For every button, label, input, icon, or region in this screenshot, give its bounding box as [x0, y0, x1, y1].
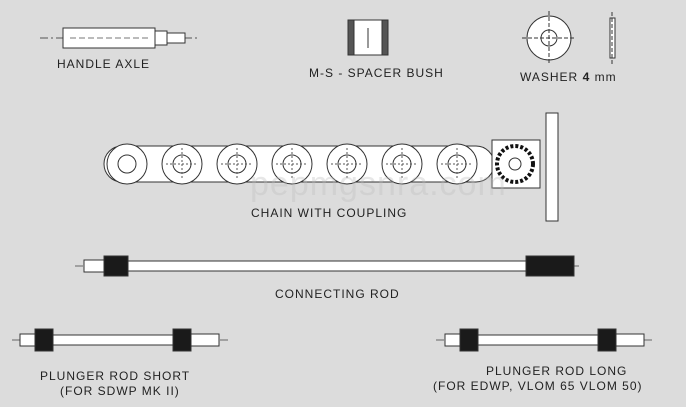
- label-handle-axle: HANDLE AXLE: [57, 57, 151, 71]
- label-plunger-long-line2: (FOR EDWP, VLOM 65 VLOM 50): [433, 379, 643, 393]
- label-washer-size: 4: [582, 70, 591, 84]
- label-washer-unit: mm: [594, 70, 617, 84]
- watermark: pepmgsnra.com: [250, 165, 507, 203]
- label-washer-text: WASHER: [520, 70, 579, 84]
- chain-drawing: [103, 112, 559, 222]
- label-plunger-short-line2: (FOR SDWP MK II): [60, 384, 180, 398]
- washer-drawing: [522, 11, 616, 65]
- handle-axle-drawing: [40, 27, 200, 49]
- connecting-rod-drawing: [75, 255, 580, 277]
- label-spacer-bush: M-S - SPACER BUSH: [309, 66, 444, 80]
- label-plunger-short-line1: PLUNGER ROD SHORT: [40, 369, 191, 383]
- plunger-rod-long-drawing: [436, 328, 654, 352]
- plunger-rod-short-drawing: [12, 328, 230, 352]
- label-plunger-long-line1: PLUNGER ROD LONG: [486, 364, 628, 378]
- label-chain: CHAIN WITH COUPLING: [251, 206, 408, 220]
- spacer-bush-drawing: [347, 19, 389, 56]
- label-connecting-rod: CONNECTING ROD: [275, 287, 400, 301]
- label-washer: WASHER 4 mm: [520, 70, 617, 84]
